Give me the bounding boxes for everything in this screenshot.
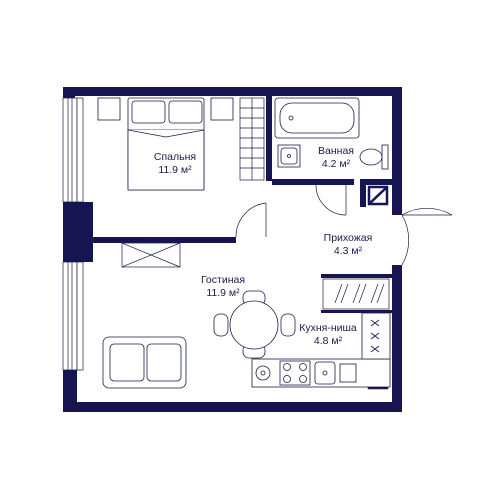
room-name: Спальня (153, 151, 197, 163)
sofa-icon (102, 336, 187, 389)
room-name: Ванная (318, 145, 354, 157)
sink-icon (255, 361, 357, 385)
door-icon (235, 202, 267, 238)
room-label-hallway: Прихожая 4.3 м² (308, 232, 388, 258)
room-name: Прихожая (323, 232, 373, 244)
room-name: Гостиная (200, 274, 246, 286)
stove-icon (279, 360, 311, 386)
room-label-bathroom: Ванная 4.2 м² (306, 145, 366, 171)
room-label-living: Гостиная 11.9 м² (183, 274, 263, 300)
room-area: 11.9 м² (206, 287, 240, 299)
room-area: 4.8 м² (313, 335, 343, 347)
door-icon (315, 184, 347, 216)
room-label-kitchen: Кухня-ниша 4.8 м² (283, 322, 373, 348)
walls (63, 87, 402, 412)
room-area: 4.2 м² (321, 158, 351, 170)
door-icon (401, 208, 453, 266)
room-area: 11.9 м² (158, 164, 192, 176)
window-icon (62, 97, 78, 371)
hob-icon (370, 319, 380, 353)
room-name: Кухня-ниша (299, 322, 357, 334)
wardrobe-icon (322, 278, 390, 310)
toilet-icon (359, 144, 389, 170)
dining-table-icon (213, 290, 296, 359)
sink-icon (277, 144, 301, 168)
room-area: 4.3 м² (333, 245, 363, 257)
door-icon (121, 237, 181, 268)
bed-icon (97, 97, 234, 191)
room-label-bedroom: Спальня 11.9 м² (140, 151, 210, 177)
wardrobe-icon (239, 97, 265, 181)
bathtub-icon (274, 97, 360, 139)
